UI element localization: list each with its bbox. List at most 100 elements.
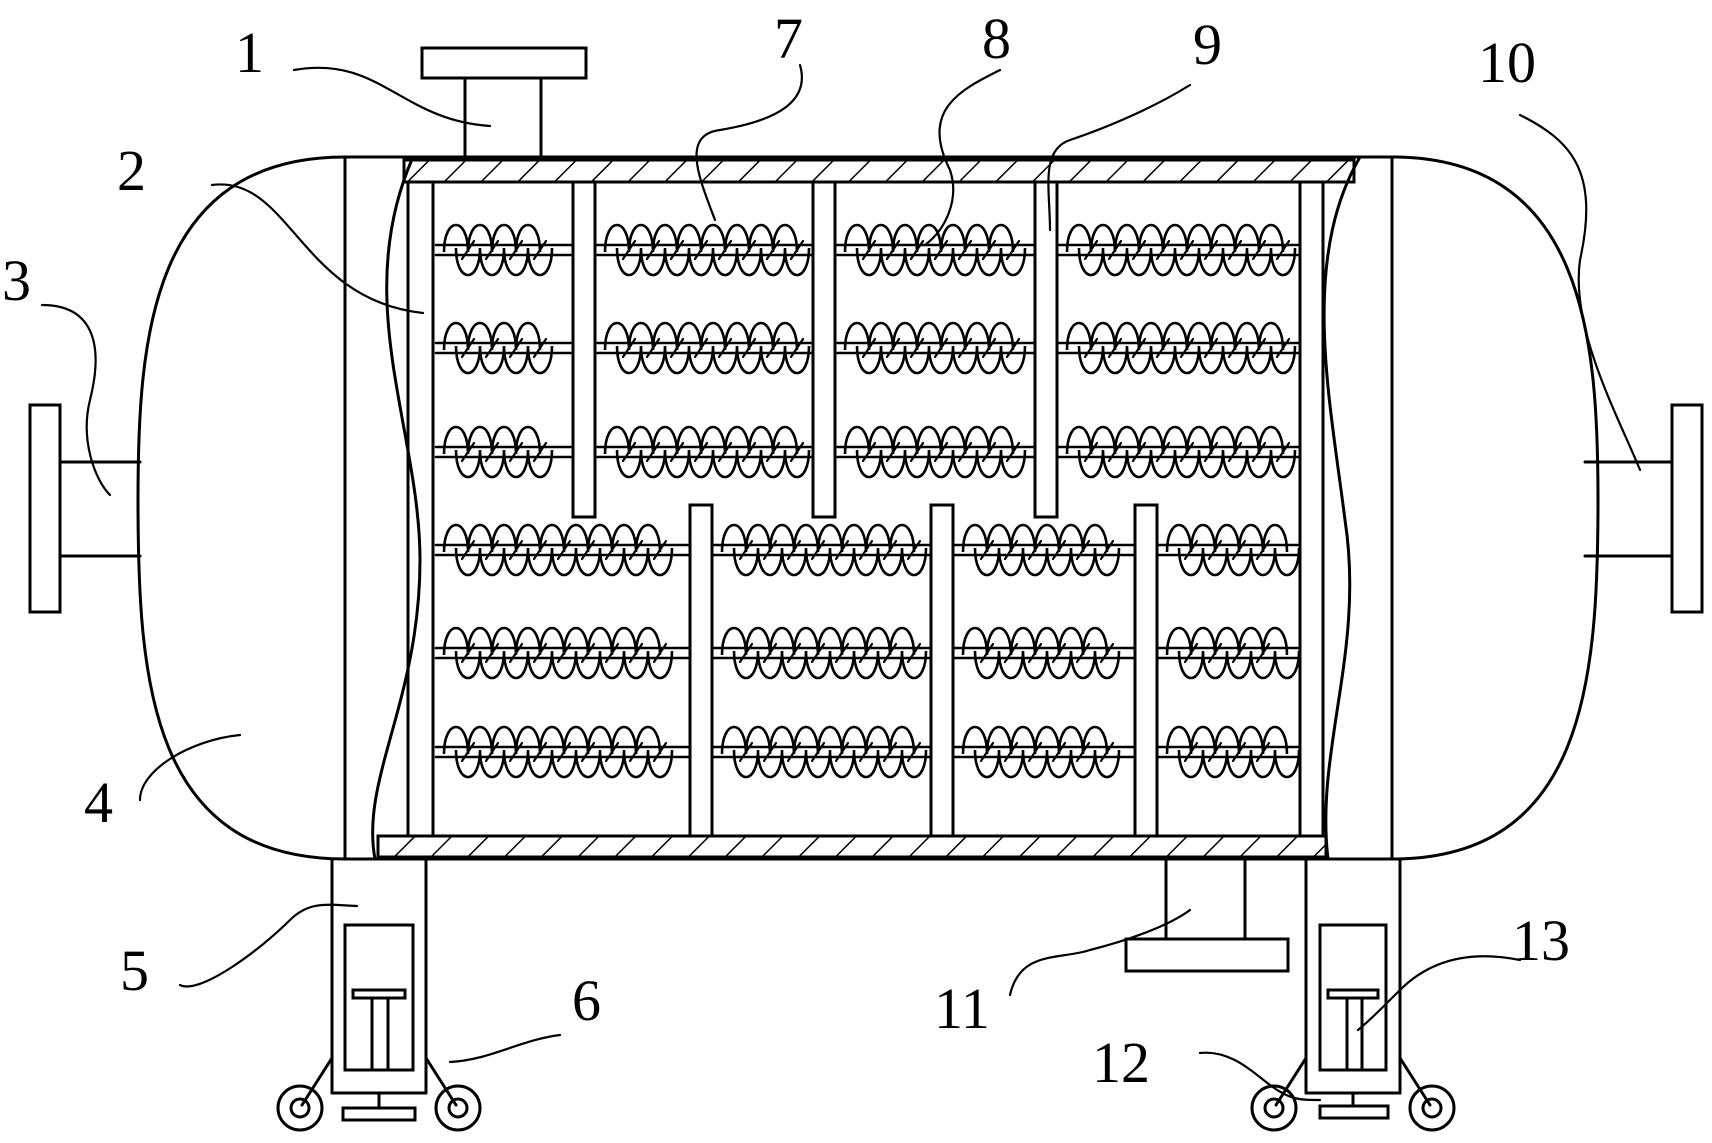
coil-rod: [1179, 337, 1195, 359]
coil-rod: [933, 441, 949, 463]
coil-rod: [786, 539, 802, 561]
coil-rod: [669, 239, 685, 261]
coil-rod: [979, 642, 995, 664]
coil-rod: [1203, 337, 1219, 359]
coil-rod: [460, 441, 476, 463]
coil-rod: [1003, 539, 1019, 561]
coil-rod: [789, 239, 805, 261]
label-3: 3: [2, 248, 31, 313]
coil-spiral: [720, 523, 928, 577]
coil-rod: [556, 741, 572, 763]
coil-rod: [1275, 239, 1291, 261]
top-inlet-pipe: [420, 46, 588, 159]
coil-rod: [1255, 642, 1271, 664]
bottom-wall-hatch: [376, 834, 1328, 859]
coil-rod: [1005, 337, 1021, 359]
coil-rod: [882, 539, 898, 561]
coil-rod: [460, 337, 476, 359]
coil-rod: [834, 642, 850, 664]
coil-rod: [981, 239, 997, 261]
coil-rod: [508, 337, 524, 359]
coil-spiral: [1165, 523, 1301, 577]
coil-rod: [645, 239, 661, 261]
coil-rod: [933, 239, 949, 261]
label-7: 7: [774, 6, 803, 71]
coil-rod: [532, 337, 548, 359]
coil-rod: [861, 239, 877, 261]
coil-rod: [738, 741, 754, 763]
coil-rod: [861, 441, 877, 463]
label-10: 10: [1478, 30, 1536, 95]
coil-rod: [1251, 239, 1267, 261]
coil-rod: [484, 337, 500, 359]
coil-rod: [741, 441, 757, 463]
spiral-coils: [434, 223, 1301, 779]
coil-rod: [693, 337, 709, 359]
coil-rod: [906, 741, 922, 763]
coil-spiral: [1065, 321, 1297, 375]
part-labels: 1 2 3 4 5 6 7 8 9 10 11 12 13: [2, 6, 1570, 1095]
coil-rod: [1005, 441, 1021, 463]
coil-rod: [532, 441, 548, 463]
coil-rod: [1005, 239, 1021, 261]
coil-rod: [604, 539, 620, 561]
coil-rod: [1003, 642, 1019, 664]
coil-rod: [1131, 239, 1147, 261]
coil-rod: [717, 337, 733, 359]
coil-spiral: [1165, 725, 1301, 779]
coil-rod: [906, 642, 922, 664]
coil-rod: [652, 741, 668, 763]
lower-baffles: [688, 503, 1159, 838]
coil-rod: [460, 642, 476, 664]
coil-rod: [786, 642, 802, 664]
coil-rod: [765, 441, 781, 463]
label-2: 2: [117, 138, 146, 203]
coil-rod: [460, 741, 476, 763]
coil-rod: [810, 741, 826, 763]
coil-rod: [738, 539, 754, 561]
cutaway-break-lines: [371, 155, 1362, 861]
coil-rod: [484, 441, 500, 463]
coil-rod: [580, 741, 596, 763]
coil-rod: [981, 337, 997, 359]
coil-rod: [933, 337, 949, 359]
label-8: 8: [982, 6, 1011, 71]
coil-rod: [738, 642, 754, 664]
coil-rod: [1107, 337, 1123, 359]
coil-rod: [1231, 539, 1247, 561]
bottom-outlet-pipe: [1124, 857, 1290, 973]
coil-rod: [1251, 441, 1267, 463]
coil-rod: [628, 539, 644, 561]
coil-rod: [717, 239, 733, 261]
coil-rod: [810, 539, 826, 561]
coil-spiral: [1065, 425, 1297, 479]
label-4: 4: [84, 770, 113, 835]
coil-rod: [885, 337, 901, 359]
coil-rod: [909, 239, 925, 261]
label-11: 11: [934, 976, 990, 1041]
coil-rod: [786, 741, 802, 763]
right-wheels: [1250, 1084, 1456, 1132]
label-9: 9: [1193, 12, 1222, 77]
top-wall-hatch: [402, 158, 1356, 184]
coil-rod: [693, 239, 709, 261]
coil-rod: [460, 539, 476, 561]
coil-rod: [810, 642, 826, 664]
coil-rod: [1179, 239, 1195, 261]
coil-rod: [765, 337, 781, 359]
coil-spiral: [843, 321, 1027, 375]
coil-rod: [484, 642, 500, 664]
coil-rod: [1083, 239, 1099, 261]
coil-rod: [1075, 741, 1091, 763]
coil-rod: [1099, 642, 1115, 664]
coil-rod: [1131, 441, 1147, 463]
coil-spiral: [1065, 223, 1297, 277]
coil-rod: [532, 642, 548, 664]
coil-rod: [858, 539, 874, 561]
coil-rod: [1203, 441, 1219, 463]
coil-rod: [1155, 441, 1171, 463]
coil-rod: [717, 441, 733, 463]
coil-rod: [1155, 337, 1171, 359]
coil-rod: [1131, 337, 1147, 359]
coil-rod: [1051, 642, 1067, 664]
